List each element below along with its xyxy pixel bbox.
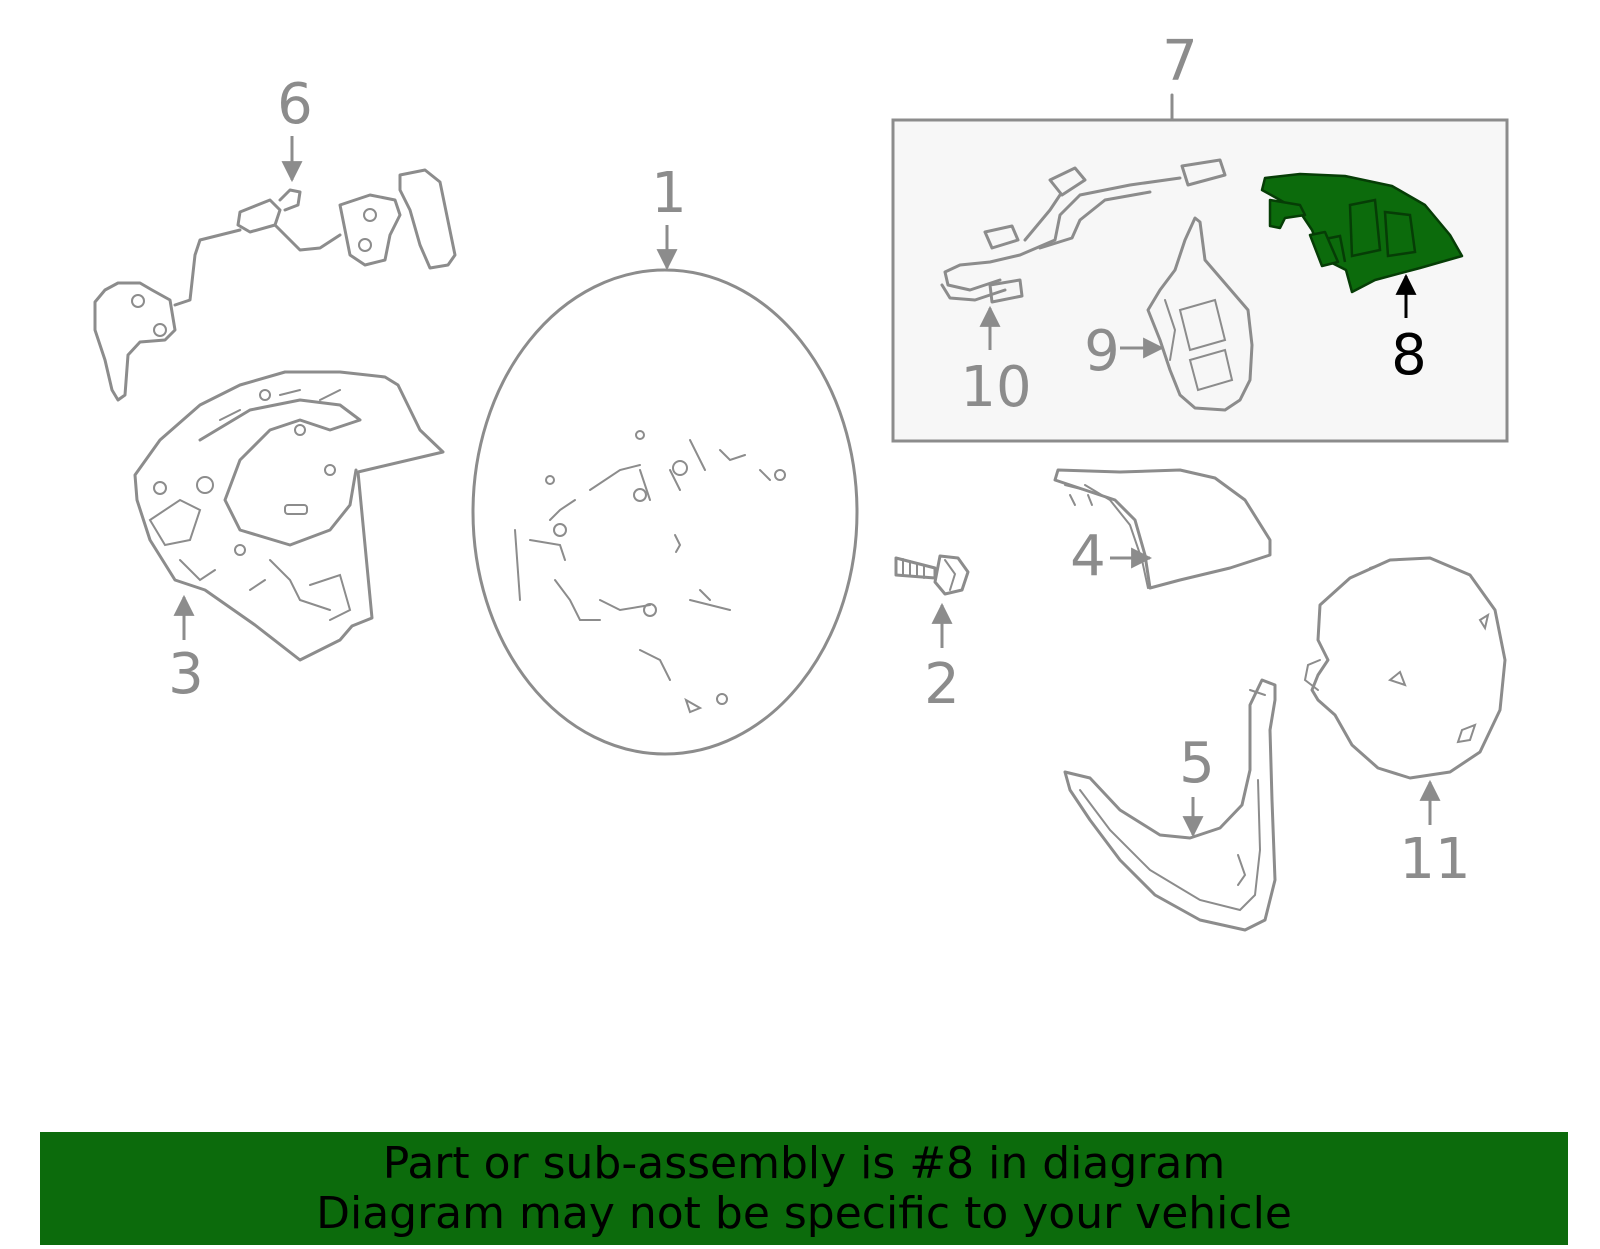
banner-line-disclaimer: Diagram may not be specific to your vehi…: [316, 1187, 1292, 1239]
callout-6: 6: [277, 72, 313, 137]
part-9-left-switch[interactable]: [1146, 216, 1254, 412]
info-banner: Part or sub-assembly is #8 in diagram Di…: [40, 1132, 1568, 1245]
part-2-bolt[interactable]: [894, 554, 970, 596]
callout-5: 5: [1179, 731, 1215, 796]
banner-line-part-info: Part or sub-assembly is #8 in diagram: [382, 1137, 1226, 1189]
callout-3: 3: [168, 642, 204, 707]
callout-1: 1: [651, 161, 687, 226]
part-11-pad-cover[interactable]: [1303, 556, 1507, 780]
callout-2: 2: [924, 652, 960, 717]
part-10-harness[interactable]: [940, 158, 1227, 304]
part-4-switch-cover[interactable]: [1053, 468, 1272, 590]
part-8-right-switch-highlighted[interactable]: [1260, 172, 1464, 294]
part-1-airbag[interactable]: [471, 268, 859, 756]
callout-9: 9: [1084, 319, 1120, 384]
callout-7: 7: [1162, 29, 1198, 94]
callout-8: 8: [1391, 323, 1427, 388]
part-3-wheel-frame[interactable]: [133, 370, 445, 662]
callout-11: 11: [1399, 827, 1470, 892]
callout-10: 10: [960, 355, 1031, 420]
part-6-paddle-harness[interactable]: [93, 168, 457, 402]
part-5-lower-cover[interactable]: [1063, 678, 1277, 932]
callout-4: 4: [1070, 524, 1106, 589]
